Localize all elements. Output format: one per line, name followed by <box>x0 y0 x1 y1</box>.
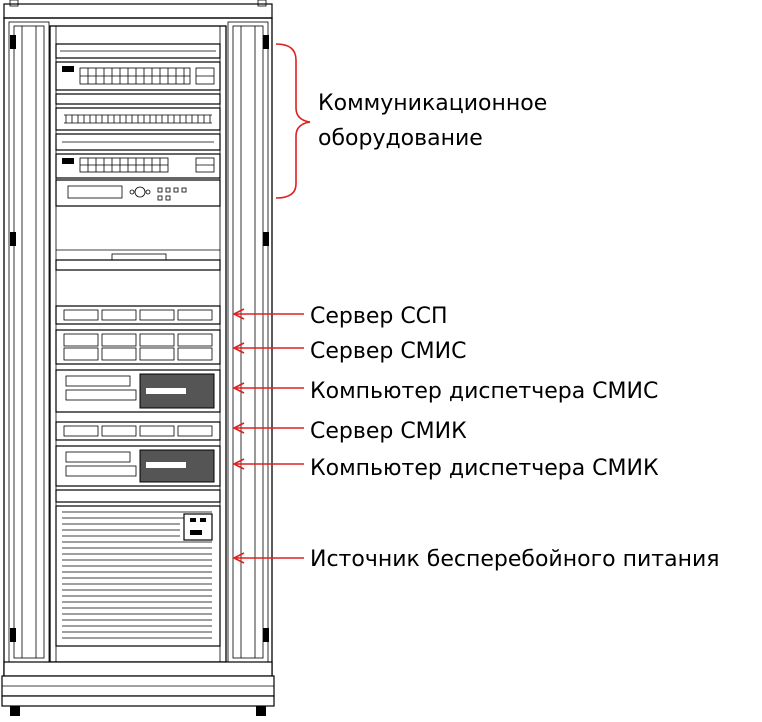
label-server-smis: Сервер СМИС <box>310 339 466 364</box>
blank-panel <box>55 249 221 271</box>
arrow-pc-dispatcher-smik-head <box>232 458 245 470</box>
arrow-server-ssp-head <box>232 308 245 320</box>
server-smis-unit <box>55 329 221 365</box>
rack-cabinet <box>1 0 275 716</box>
communication-bracket <box>275 43 311 199</box>
control-unit <box>55 179 221 207</box>
pc-dispatcher-smik-unit <box>55 445 221 487</box>
arrow-server-smik-head <box>232 422 245 434</box>
label-communication-line2: оборудование <box>318 126 483 151</box>
arrow-pc-dispatcher-smis-head <box>232 382 245 394</box>
label-communication-line1: Коммуникационное <box>318 91 547 116</box>
label-server-ssp: Сервер ССП <box>310 304 448 329</box>
ups-unit <box>55 505 221 647</box>
server-ssp-unit <box>55 305 221 325</box>
label-server-smik: Сервер СМИК <box>310 419 467 444</box>
switch-ports <box>79 67 191 85</box>
pc-dispatcher-smis-unit <box>55 369 221 413</box>
server-smik-unit <box>55 421 221 441</box>
label-ups: Источник бесперебойного питания <box>310 547 719 572</box>
communication-equipment <box>55 43 221 207</box>
arrow-ups-head <box>232 552 245 564</box>
annotation-arrows <box>232 308 304 564</box>
label-pc-dispatcher-smik: Компьютер диспетчера СМИК <box>310 456 659 481</box>
label-pc-dispatcher-smis: Компьютер диспетчера СМИС <box>310 379 658 404</box>
arrow-server-smis-head <box>232 342 245 354</box>
